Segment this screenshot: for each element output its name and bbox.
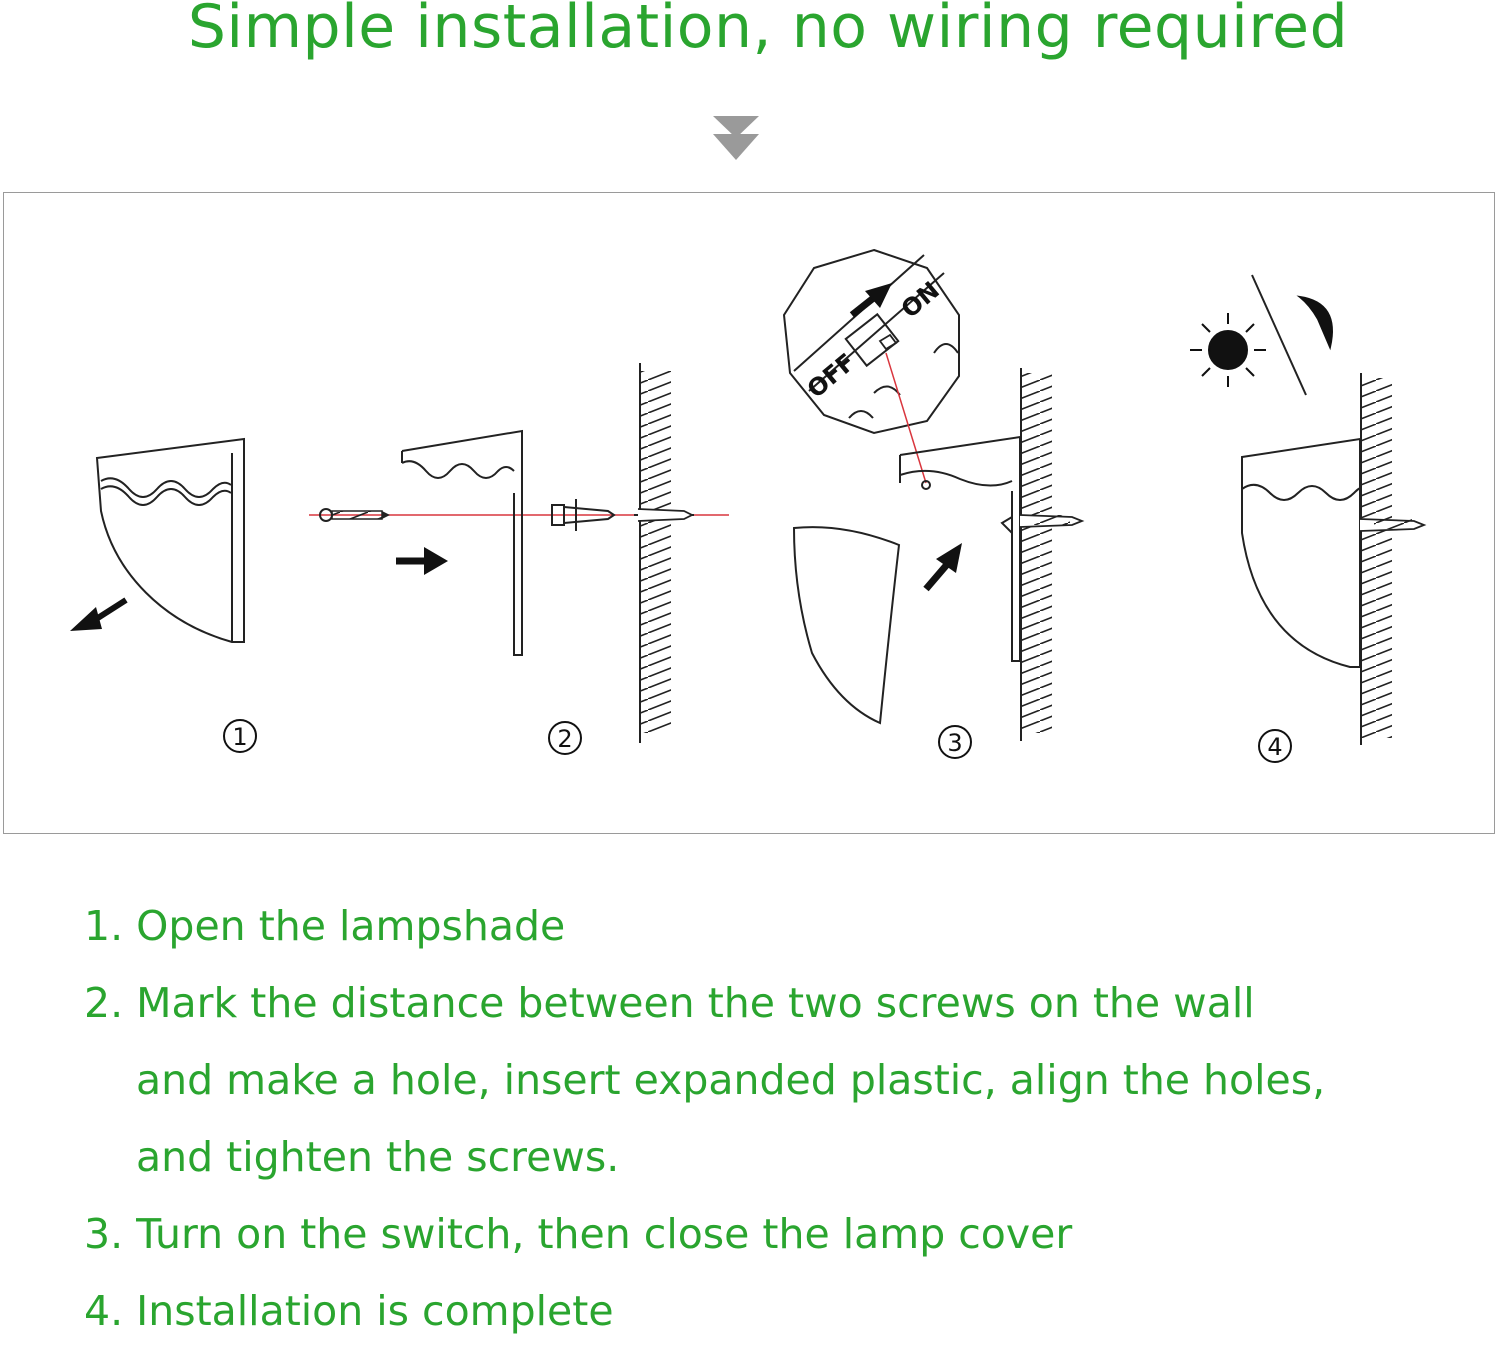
svg-text:4: 4: [1267, 733, 1282, 761]
step2-number: 2: [548, 721, 582, 755]
detail-pointer-line: [885, 352, 927, 484]
instruction-step-1: 1. Open the lampshade: [84, 902, 566, 950]
svg-text:3: 3: [947, 729, 962, 757]
down-arrow-icon: [713, 116, 759, 160]
day-night-divider: [1251, 274, 1307, 396]
instruction-step-2-line-1: 2. Mark the distance between the two scr…: [84, 979, 1255, 1027]
screw-icon: [319, 508, 390, 522]
push-arrow-icon: [396, 547, 448, 575]
installation-diagram: 1: [70, 248, 1427, 763]
wall: [1359, 373, 1427, 745]
step1-illustration: 1: [70, 437, 257, 753]
step3-number: 3: [938, 725, 972, 759]
page-title: Simple installation, no wiring required: [187, 0, 1349, 62]
wall: [1019, 368, 1085, 741]
instruction-step-2-line-3: and tighten the screws.: [136, 1133, 620, 1181]
svg-text:2: 2: [557, 725, 572, 753]
bracket: [401, 429, 523, 656]
svg-text:1: 1: [232, 723, 247, 751]
switch-arrow-icon: [849, 283, 892, 318]
instruction-list: 1. Open the lampshade 2. Mark the distan…: [84, 888, 1325, 1350]
wall: [634, 363, 695, 743]
instruction-step-2-line-2: and make a hole, insert expanded plastic…: [136, 1056, 1326, 1104]
close-arrow-icon: [923, 543, 962, 592]
step4-number: 4: [1258, 729, 1292, 763]
switch-detail-magnifier: ON OFF: [782, 248, 960, 435]
instruction-step-3: 3. Turn on the switch, then close the la…: [84, 1210, 1073, 1258]
installed-lamp: [1241, 437, 1361, 668]
lamp-body: [95, 437, 245, 643]
lamp-cover: [792, 526, 901, 725]
moon-icon: [1296, 295, 1333, 351]
step1-number: 1: [223, 719, 257, 753]
step3-illustration: ON OFF: [782, 248, 1085, 759]
wall-anchor-icon: [551, 499, 616, 531]
installation-diagram-panel: 1: [3, 192, 1495, 834]
pull-arrow-icon: [70, 597, 128, 631]
step4-illustration: 4: [1190, 274, 1427, 763]
instruction-step-4: 4. Installation is complete: [84, 1287, 614, 1335]
sun-icon: [1190, 313, 1266, 387]
instruction-step-2: 2. Mark the distance between the two scr…: [84, 965, 1325, 1196]
step2-illustration: 2: [309, 363, 729, 755]
